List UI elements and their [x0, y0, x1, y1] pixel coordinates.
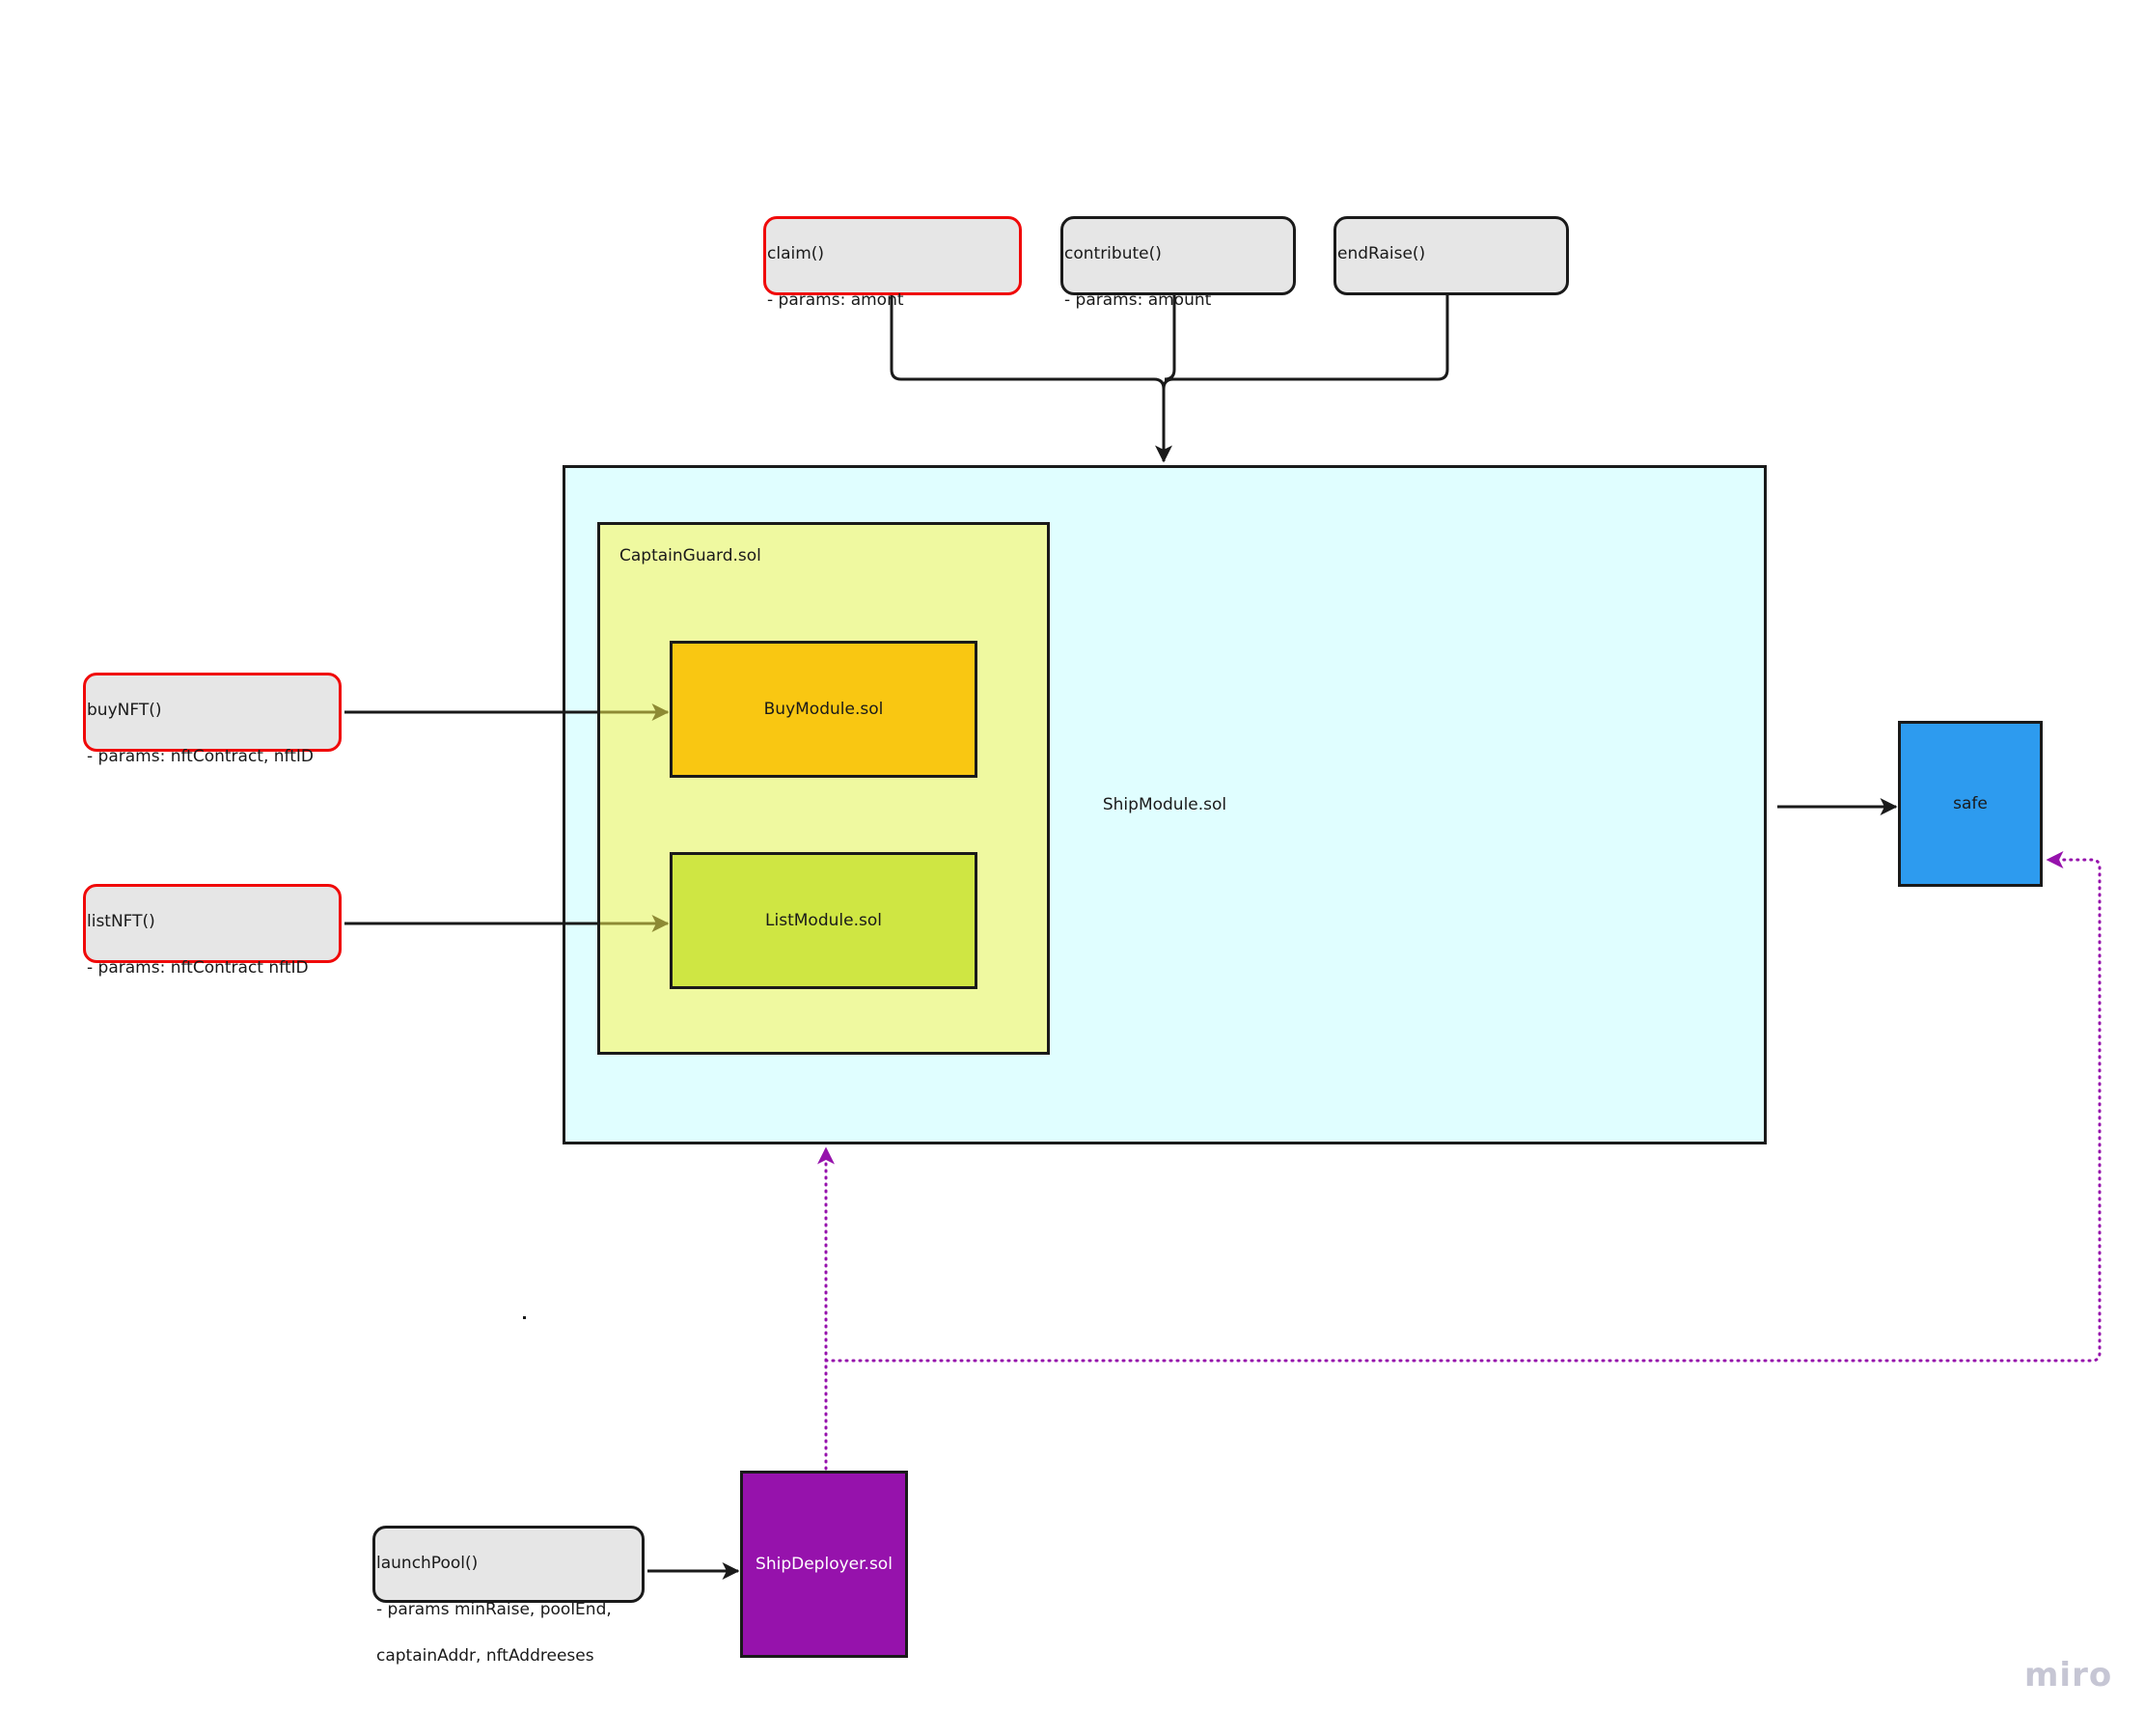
contribute-function-box[interactable]: contribute() - params: amount — [1060, 216, 1296, 310]
launch-pool-title: launchPool() — [376, 1554, 479, 1573]
buy-nft-function-box[interactable]: buyNFT() - params: nftContract, nftID — [83, 673, 342, 766]
ship-deployer-label: ShipDeployer.sol — [756, 1555, 893, 1574]
buy-nft-title: buyNFT() — [87, 701, 162, 720]
list-nft-function-box[interactable]: listNFT() - params: nftContract nftID — [83, 884, 342, 978]
end-raise-title: endRaise() — [1337, 244, 1426, 263]
edge-end-raise-to-ship-module — [1162, 295, 1449, 390]
end-raise-function-box[interactable]: endRaise() — [1333, 216, 1569, 295]
launch-pool-params: - params minRaise, poolEnd, — [376, 1600, 612, 1619]
captain-guard-label: CaptainGuard.sol — [619, 546, 761, 565]
buy-nft-params: - params: nftContract, nftID — [87, 747, 314, 766]
contribute-params: - params: amount — [1064, 290, 1212, 310]
launch-pool-params-cont: captainAddr, nftAddreeses — [376, 1646, 594, 1666]
safe-label: safe — [1953, 794, 1988, 813]
claim-title: claim() — [767, 244, 825, 263]
launch-pool-function-box[interactable]: launchPool() - params minRaise, poolEnd,… — [372, 1526, 645, 1666]
buy-module-box[interactable]: BuyModule.sol — [670, 641, 977, 778]
safe-box[interactable]: safe — [1898, 721, 2043, 887]
contribute-title: contribute() — [1064, 244, 1162, 263]
list-module-box[interactable]: ListModule.sol — [670, 852, 977, 989]
list-module-label: ListModule.sol — [765, 911, 882, 930]
claim-function-box[interactable]: claim() - params: amont — [763, 216, 1022, 310]
ship-deployer-box[interactable]: ShipDeployer.sol — [740, 1471, 908, 1658]
claim-params: - params: amont — [767, 290, 904, 310]
ship-module-label: ShipModule.sol — [1102, 795, 1227, 814]
miro-watermark: miro — [2024, 1656, 2113, 1695]
list-nft-title: listNFT() — [87, 912, 155, 931]
buy-module-label: BuyModule.sol — [763, 700, 884, 719]
edge-contribute-to-ship-module — [1164, 295, 1176, 381]
list-nft-params: - params: nftContract nftID — [87, 958, 309, 978]
